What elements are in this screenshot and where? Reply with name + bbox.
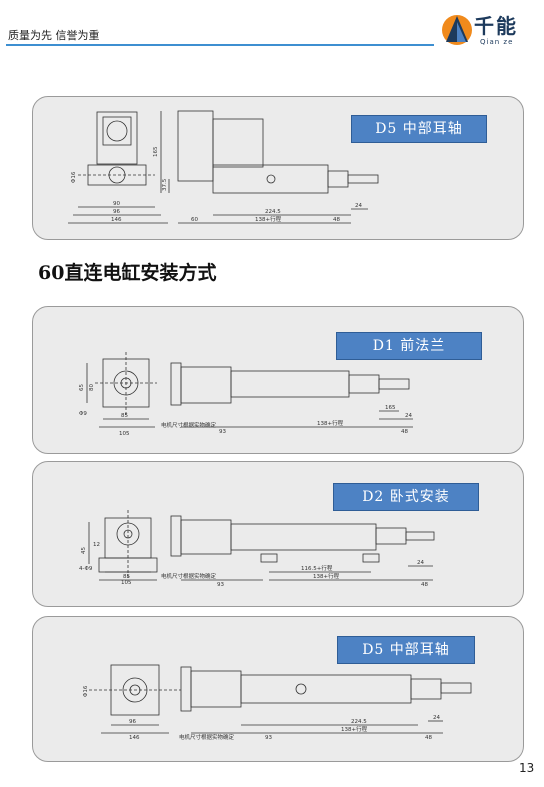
logo-text: 千能: [474, 14, 518, 38]
dim-90: 90: [113, 201, 120, 207]
dim-48: 48: [333, 217, 340, 223]
panel-d1: 85 105 93 138+行程 48 24 165 65 80 Φ9 电机尺寸…: [32, 306, 524, 454]
dim-105: 105: [121, 580, 132, 586]
tag-d2: D2 卧式安装: [333, 483, 479, 511]
dim-85: 85: [121, 413, 128, 419]
dim-4-phi9: 4-Φ9: [79, 566, 93, 572]
dim-105: 105: [119, 431, 130, 437]
dim-24: 24: [433, 715, 440, 721]
dim-24: 24: [355, 203, 362, 209]
panel-d5-bottom: 96 146 93 224.5 138+行程 48 24 Φ16 电机尺寸根据实…: [32, 616, 524, 762]
tag-d1: D1 前法兰: [336, 332, 482, 360]
dim-93: 93: [217, 582, 224, 588]
motor-size-note: 电机尺寸根据实物确定: [161, 572, 217, 580]
logo-subtitle: Qian ze: [480, 38, 514, 46]
tag-d5-top: D5 中部耳轴: [351, 115, 487, 143]
dim-37-5: 37.5: [162, 178, 168, 191]
dim-stroke: 138+行程: [341, 725, 368, 733]
section-title: 60直连电缸安装方式: [38, 262, 217, 284]
motor-size-note: 电机尺寸根据实物确定: [161, 421, 217, 429]
dim-48: 48: [401, 429, 408, 435]
panel-d5-top: 90 96 146 60 224.5 138+行程 48 24 165 37.5…: [32, 96, 524, 240]
dim-45: 45: [81, 547, 87, 554]
dim-116-5: 116.5+行程: [301, 564, 333, 572]
motor-size-note: 电机尺寸根据实物确定: [179, 733, 235, 741]
dim-stroke: 138+行程: [317, 419, 344, 427]
panel-d2: 85 105 93 116.5+行程 138+行程 48 24 45 12 4-…: [32, 461, 524, 607]
dim-24: 24: [405, 413, 412, 419]
drawing-d2: 85 105 93 116.5+行程 138+行程 48 24 45 12 4-…: [79, 510, 435, 588]
dim-165: 165: [153, 146, 159, 157]
dim-stroke: 138+行程: [313, 572, 340, 580]
drawing-d5-top: 90 96 146 60 224.5 138+行程 48 24 165 37.5…: [68, 110, 379, 224]
dim-48: 48: [425, 735, 432, 741]
dim-96: 96: [129, 719, 136, 725]
dim-80: 80: [89, 384, 95, 391]
drawing-d1: 85 105 93 138+行程 48 24 165 65 80 Φ9 电机尺寸…: [79, 352, 413, 437]
drawing-d5-bottom: 96 146 93 224.5 138+行程 48 24 Φ16 电机尺寸根据实…: [83, 664, 472, 741]
dim-224-5: 224.5: [351, 719, 367, 725]
dim-60: 60: [191, 217, 198, 223]
dim-165: 165: [385, 405, 396, 411]
dim-146: 146: [111, 217, 122, 223]
dim-93: 93: [219, 429, 226, 435]
dim-224-5: 224.5: [265, 209, 281, 215]
dim-phi16: Φ16: [83, 685, 89, 697]
dim-93: 93: [265, 735, 272, 741]
dim-85: 85: [123, 574, 130, 580]
header-slogan: 质量为先 信誉为重: [8, 29, 100, 42]
dim-12: 12: [93, 542, 100, 548]
dim-65: 65: [79, 384, 85, 391]
dim-stroke: 138+行程: [255, 215, 282, 223]
dim-phi9: Φ9: [79, 411, 87, 417]
dim-phi16: Φ16: [71, 171, 77, 183]
header-divider: [6, 44, 434, 46]
dim-48: 48: [421, 582, 428, 588]
dim-96: 96: [113, 209, 120, 215]
page-number: 13: [519, 761, 535, 775]
dim-146: 146: [129, 735, 140, 741]
company-logo: [442, 15, 472, 45]
tag-d5-bottom: D5 中部耳轴: [337, 636, 475, 664]
dim-24: 24: [417, 560, 424, 566]
